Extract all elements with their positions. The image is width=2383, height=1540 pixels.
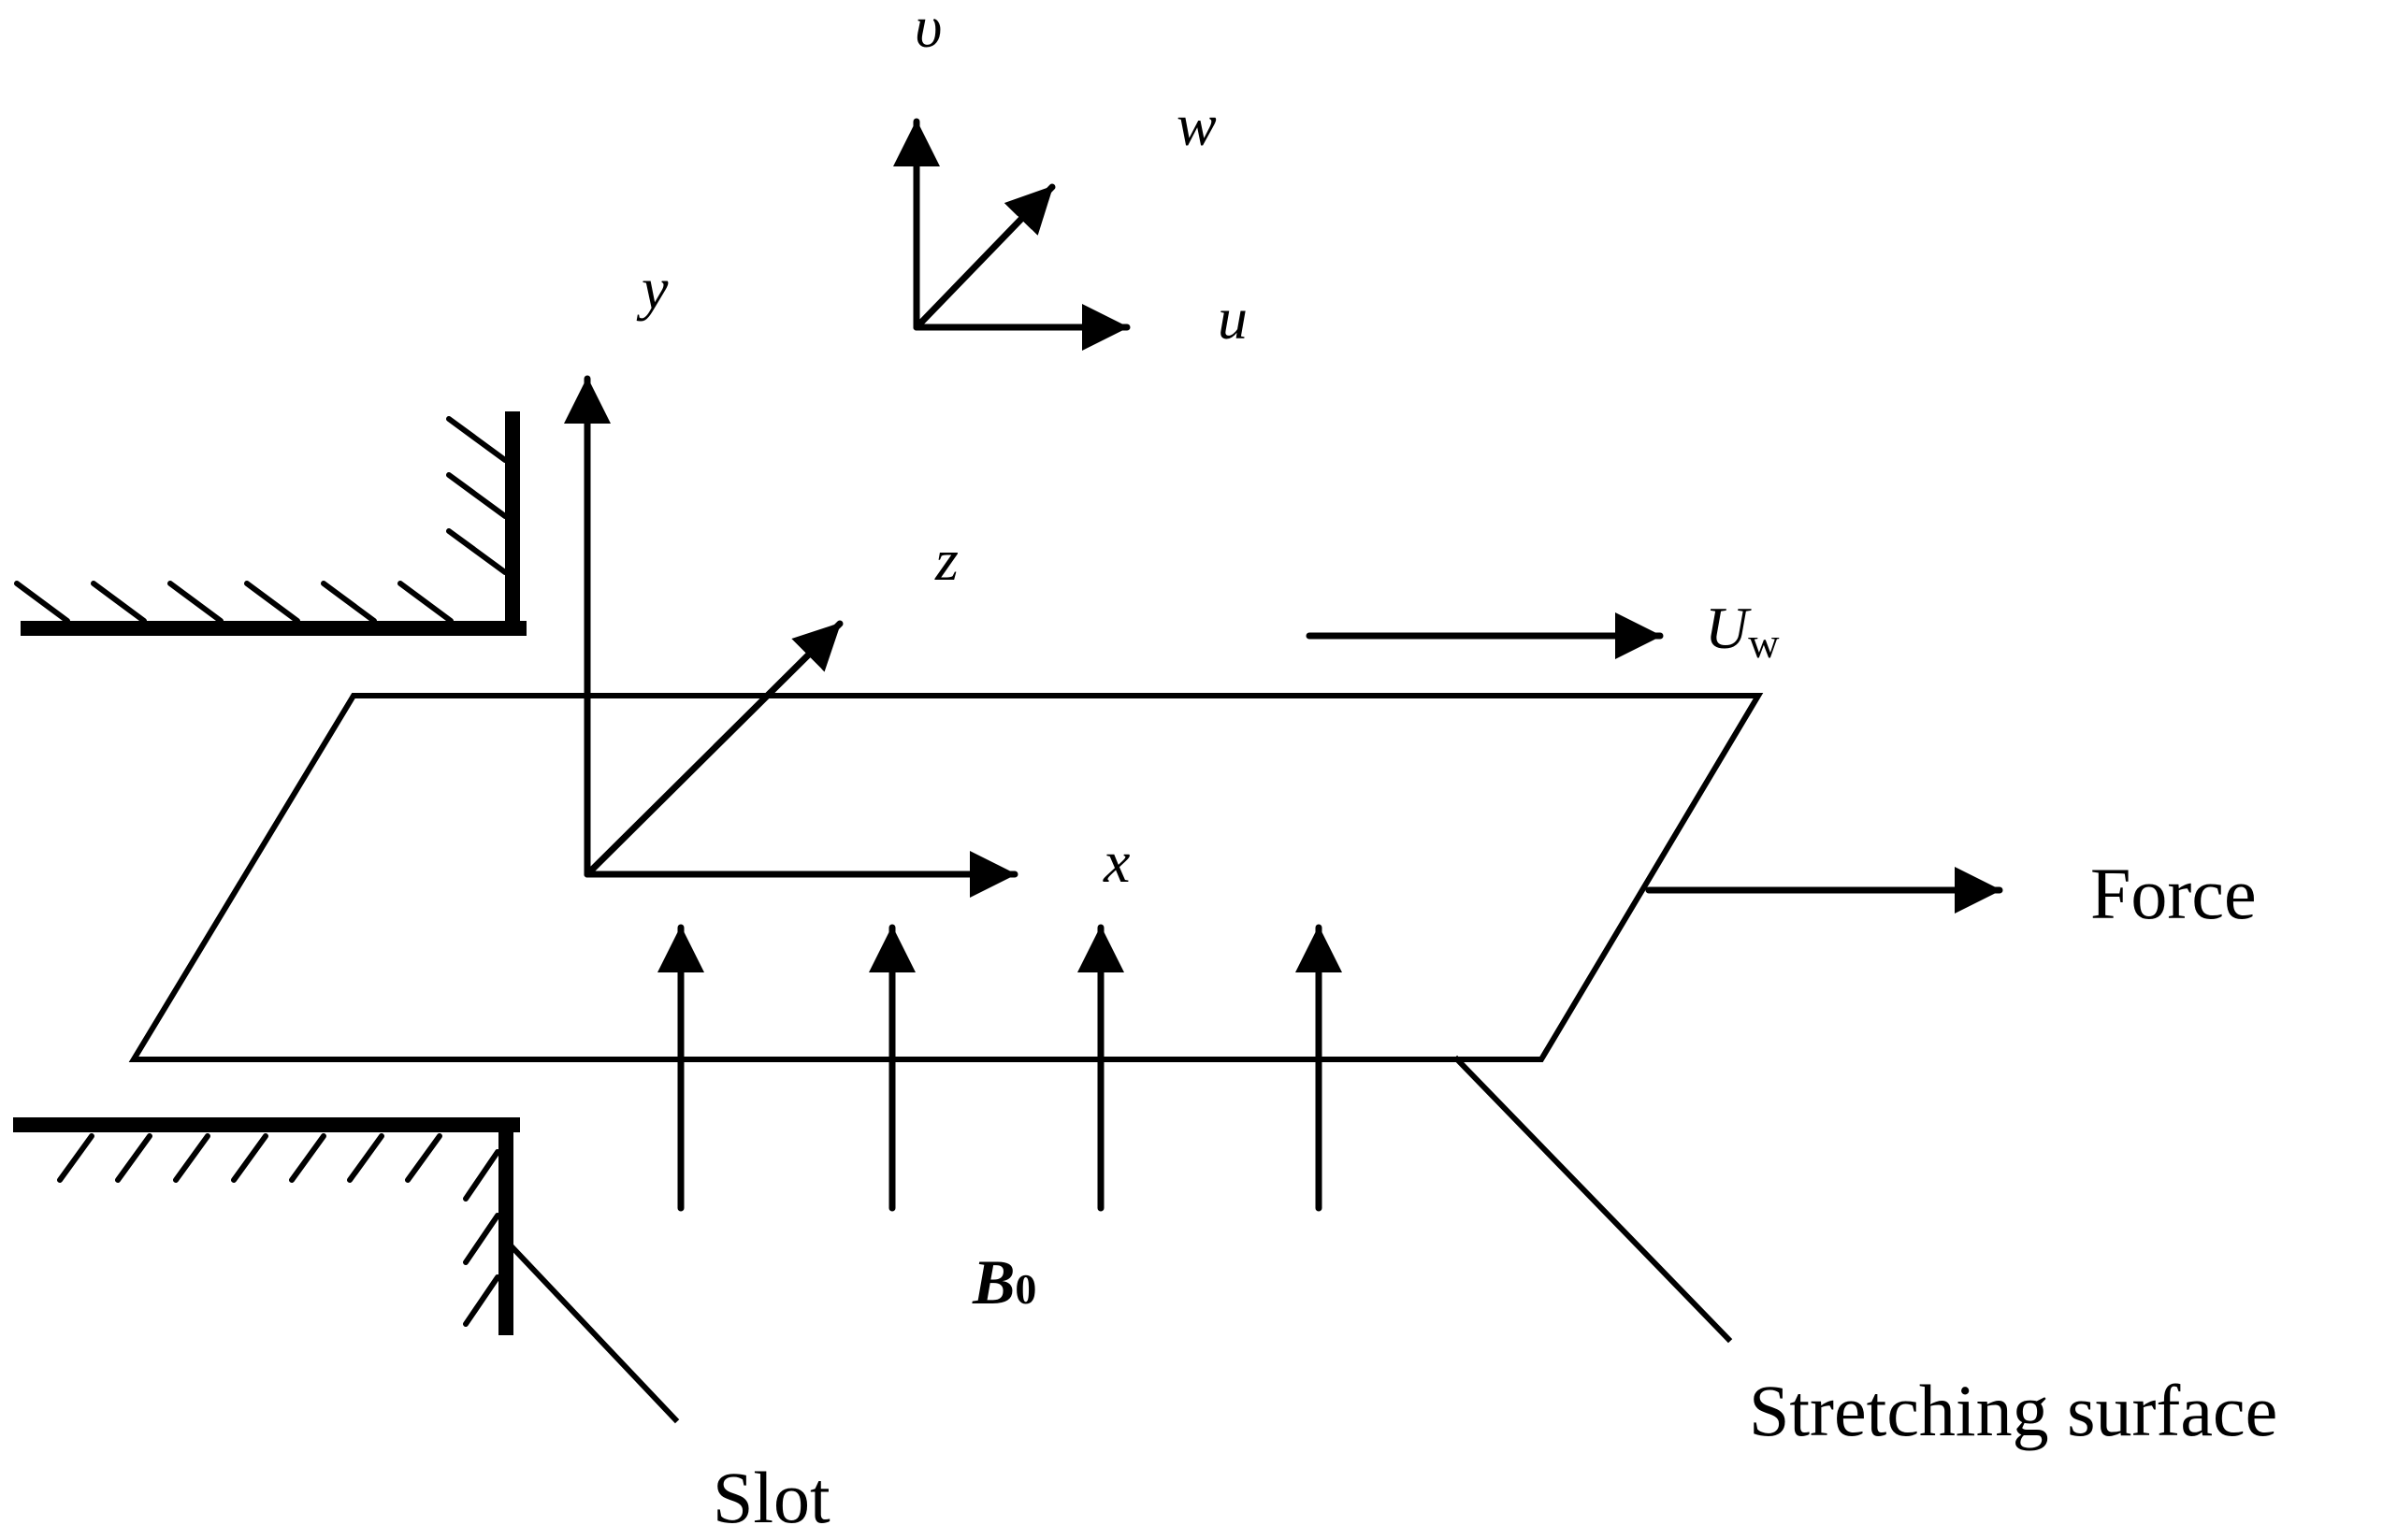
stretching-surface (128, 693, 1764, 1062)
velocity-u-label: u (1218, 285, 1248, 352)
force: Force (1645, 853, 2257, 934)
slot-label: Slot (713, 1457, 830, 1538)
lower-wall-hatching (57, 1133, 500, 1327)
z-axis-label: z (934, 526, 959, 593)
force-label: Force (2090, 853, 2257, 934)
lower-slot-wall (13, 1117, 520, 1335)
velocity-w-label: w (1177, 92, 1217, 158)
stretching-surface-label: Stretching surface (1749, 1370, 2277, 1451)
coordinate-axes: y z x (564, 255, 1130, 898)
wall-velocity: Uw (1306, 595, 1780, 667)
y-axis-label: y (636, 255, 669, 322)
wall-velocity-subscript: w (1748, 619, 1780, 667)
velocity-v-label: υ (915, 0, 942, 60)
x-axis-label: x (1103, 828, 1130, 895)
magnetic-field-symbol: B (972, 1246, 1015, 1317)
velocity-w-arrow (913, 183, 1056, 331)
velocity-triad: υ w u (893, 0, 1248, 352)
z-axis-arrow (584, 620, 844, 878)
upper-slot-wall (14, 411, 527, 636)
magnetic-field-label: B0 (972, 1246, 1036, 1317)
magnetic-field: B0 (657, 924, 1342, 1317)
magnetic-field-subscript: 0 (1015, 1265, 1036, 1313)
stretching-surface-callout: Stretching surface (1452, 1055, 2277, 1451)
wall-velocity-symbol: U (1705, 595, 1752, 661)
upper-wall-hatching (14, 416, 508, 624)
slot-leader (505, 1240, 680, 1424)
stretching-surface-leader (1452, 1055, 1733, 1344)
wall-velocity-label: Uw (1705, 595, 1780, 667)
slot-callout: Slot (505, 1240, 830, 1538)
